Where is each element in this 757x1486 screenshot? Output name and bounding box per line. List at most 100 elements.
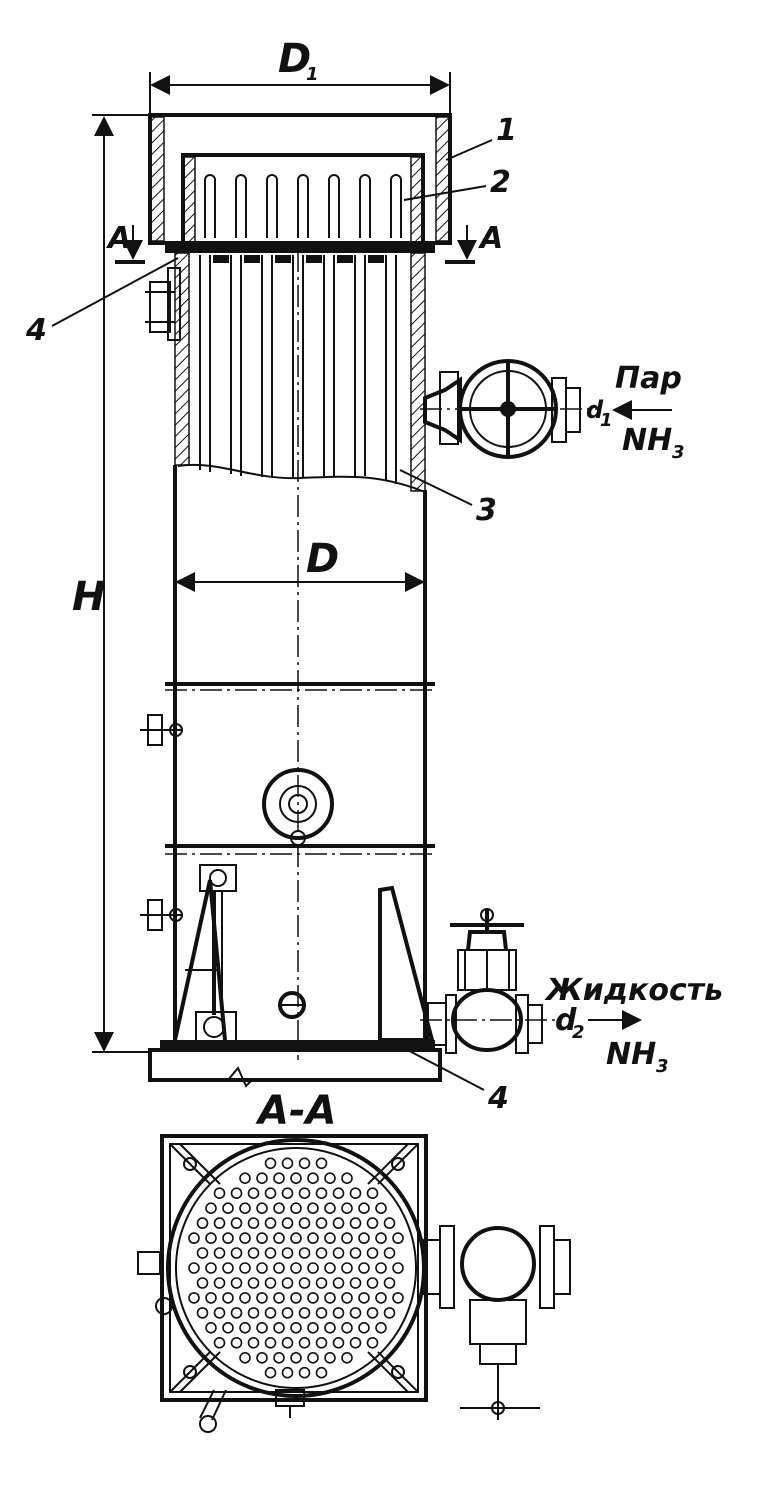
tube-hole: [358, 1202, 370, 1214]
vapor-port-annotation: Пар d 1 NH 3: [586, 361, 685, 463]
tube-hole: [205, 1202, 217, 1214]
tube-hole: [307, 1232, 319, 1244]
item-3-label: 3: [476, 493, 497, 528]
tube-hole: [315, 1277, 328, 1289]
section-view: [137, 1134, 571, 1433]
tube-hole: [256, 1172, 268, 1184]
tube-hole: [341, 1352, 353, 1364]
tube-hole: [196, 1247, 209, 1259]
tube-hole: [298, 1247, 311, 1259]
tube-hole: [358, 1322, 370, 1334]
dimension-h: H: [72, 114, 150, 1053]
tube-sheet-holes: [188, 1157, 404, 1379]
tube-hole: [341, 1262, 353, 1274]
tube-hole: [213, 1277, 226, 1289]
tube-hole: [324, 1352, 336, 1364]
tube-hole: [358, 1232, 370, 1244]
tube-hole: [324, 1232, 336, 1244]
tube-hole: [230, 1187, 243, 1199]
tube-hole: [256, 1232, 268, 1244]
tube-hole: [332, 1217, 345, 1229]
side-gauge-valves: [140, 267, 183, 931]
item-4-left-label: 4: [25, 313, 47, 348]
tube-hole: [188, 1232, 200, 1244]
tube-hole: [366, 1337, 379, 1349]
tube-hole: [298, 1307, 311, 1319]
tube-hole: [341, 1292, 353, 1304]
tube-hole: [247, 1217, 260, 1229]
tube-hole: [213, 1247, 226, 1259]
tube-hole: [281, 1277, 294, 1289]
tube-hole: [196, 1277, 209, 1289]
shell-lower: [165, 250, 435, 1060]
section-a-left: A: [106, 221, 131, 256]
tube-hole: [239, 1352, 251, 1364]
tube-hole: [366, 1307, 379, 1319]
vapor-medium: NH: [622, 423, 672, 458]
tube-hole: [281, 1187, 294, 1199]
item-2-label: 2: [490, 165, 511, 200]
tube-hole: [222, 1232, 234, 1244]
tube-hole: [205, 1322, 217, 1334]
item-1-label: 1: [496, 113, 517, 148]
tube-hole: [213, 1187, 226, 1199]
liquid-medium: NH: [606, 1037, 656, 1072]
tube-hole: [290, 1172, 302, 1184]
tube-hole: [273, 1292, 285, 1304]
d1-label-sub: 1: [306, 64, 319, 85]
tube-hole: [264, 1217, 277, 1229]
tube-hole: [264, 1307, 277, 1319]
tube-hole: [273, 1232, 285, 1244]
tube-hole: [264, 1247, 277, 1259]
tube-hole: [324, 1262, 336, 1274]
tube-hole: [273, 1202, 285, 1214]
tube-hole: [341, 1202, 353, 1214]
tube-hole: [290, 1292, 302, 1304]
tube-hole: [239, 1262, 251, 1274]
tube-hole: [307, 1352, 319, 1364]
tube-hole: [375, 1322, 387, 1334]
item-leaders: 1 2 3 4 4: [25, 113, 517, 1116]
tube-hole: [332, 1307, 345, 1319]
tube-hole: [298, 1187, 311, 1199]
tube-hole: [273, 1262, 285, 1274]
tube-hole: [298, 1217, 311, 1229]
liquid-port-annotation: Жидкость d 2 NH 3: [544, 973, 723, 1077]
tube-hole: [307, 1202, 319, 1214]
dimension-d: D: [175, 536, 425, 592]
tube-hole: [281, 1307, 294, 1319]
tube-hole: [324, 1292, 336, 1304]
base-plate: [148, 1040, 442, 1088]
tube-hole: [205, 1262, 217, 1274]
tube-hole: [315, 1337, 328, 1349]
tube-hole: [290, 1352, 302, 1364]
tube-hole: [256, 1352, 268, 1364]
level-gauge: [173, 864, 237, 1043]
tube-hole: [366, 1277, 379, 1289]
d1-label: D: [278, 36, 311, 82]
tube-hole: [222, 1322, 234, 1334]
tube-hole: [281, 1217, 294, 1229]
section-title: A-A: [255, 1088, 337, 1134]
tube-hole: [375, 1262, 387, 1274]
tube-hole: [281, 1247, 294, 1259]
tube-hole: [315, 1217, 328, 1229]
tube-hole: [264, 1337, 277, 1349]
tube-hole: [239, 1322, 251, 1334]
tube-hole: [247, 1187, 260, 1199]
tube-hole: [324, 1322, 336, 1334]
tube-hole: [375, 1202, 387, 1214]
liquid-medium-sub: 3: [656, 1056, 669, 1077]
tube-hole: [315, 1366, 328, 1379]
tube-hole: [332, 1247, 345, 1259]
tube-hole: [281, 1157, 294, 1170]
tube-hole: [247, 1247, 260, 1259]
tube-hole: [264, 1187, 277, 1199]
tube-hole: [230, 1217, 243, 1229]
tube-hole: [188, 1262, 200, 1274]
tube-hole: [366, 1217, 379, 1229]
tube-hole: [247, 1307, 260, 1319]
tube-hole: [332, 1337, 345, 1349]
tube-hole: [315, 1157, 328, 1170]
